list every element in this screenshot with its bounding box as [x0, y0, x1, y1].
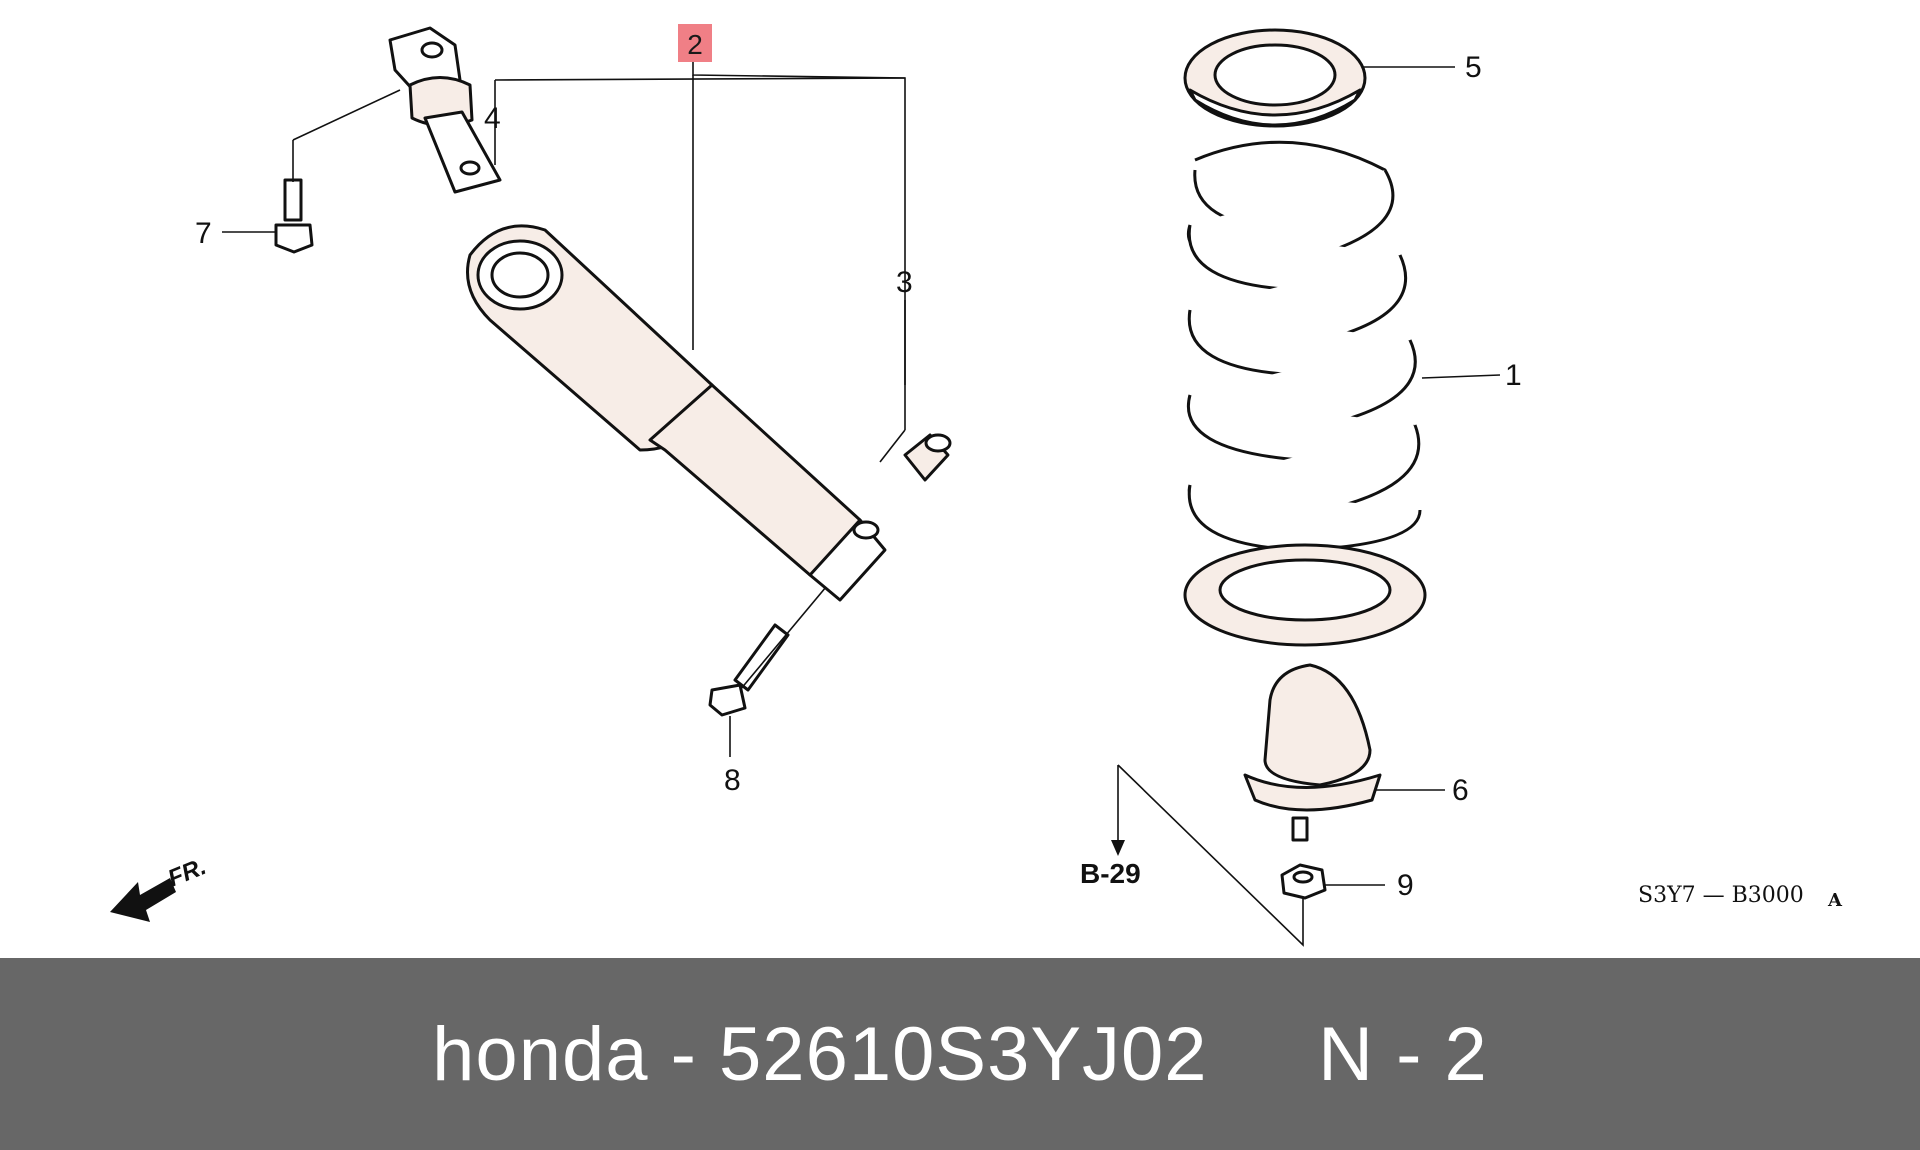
- callout-4: 4: [484, 102, 501, 135]
- diagram-canvas: 2 1 3 4 5 6 7 8 9 B-29 FR. S3Y7 — B3000 …: [110, 24, 1843, 947]
- callout-5: 5: [1465, 51, 1482, 84]
- lower-bushing-part: [903, 433, 952, 482]
- front-direction-label: FR.: [164, 853, 210, 893]
- callout-2: 2: [687, 29, 703, 60]
- upper-spring-seat-part: [1183, 28, 1367, 128]
- lower-bolt-part: [708, 623, 790, 717]
- callout-9: 9: [1397, 869, 1414, 902]
- leader-lines: [222, 48, 1501, 947]
- parts-diagram: 2 1 3 4 5 6 7 8 9 B-29 FR. S3Y7 — B3000 …: [110, 24, 1843, 947]
- upper-bolt-part: [274, 178, 314, 254]
- highlight-callout-box: [678, 24, 712, 62]
- reference-label: B-29: [1080, 858, 1141, 889]
- callout-3: 3: [896, 266, 913, 299]
- upper-mount-bushing-part: [388, 26, 502, 194]
- coil-spring-part: [1183, 140, 1427, 647]
- callout-1: 1: [1505, 359, 1522, 392]
- shock-absorber-part: [466, 224, 887, 602]
- footer-part-number-label: honda - 52610S3YJ02 N - 2: [432, 1011, 1488, 1097]
- footer-bar: honda - 52610S3YJ02 N - 2: [0, 958, 1920, 1150]
- front-direction-arrow-icon: [110, 878, 176, 922]
- callout-6: 6: [1452, 774, 1469, 807]
- callout-8: 8: [724, 764, 741, 797]
- bump-stop-part: [1243, 663, 1382, 842]
- diagram-code: S3Y7 — B3000: [1638, 883, 1804, 908]
- diagram-code-suffix: A: [1827, 890, 1843, 911]
- callout-7: 7: [195, 217, 212, 250]
- nut-part: [1280, 863, 1327, 900]
